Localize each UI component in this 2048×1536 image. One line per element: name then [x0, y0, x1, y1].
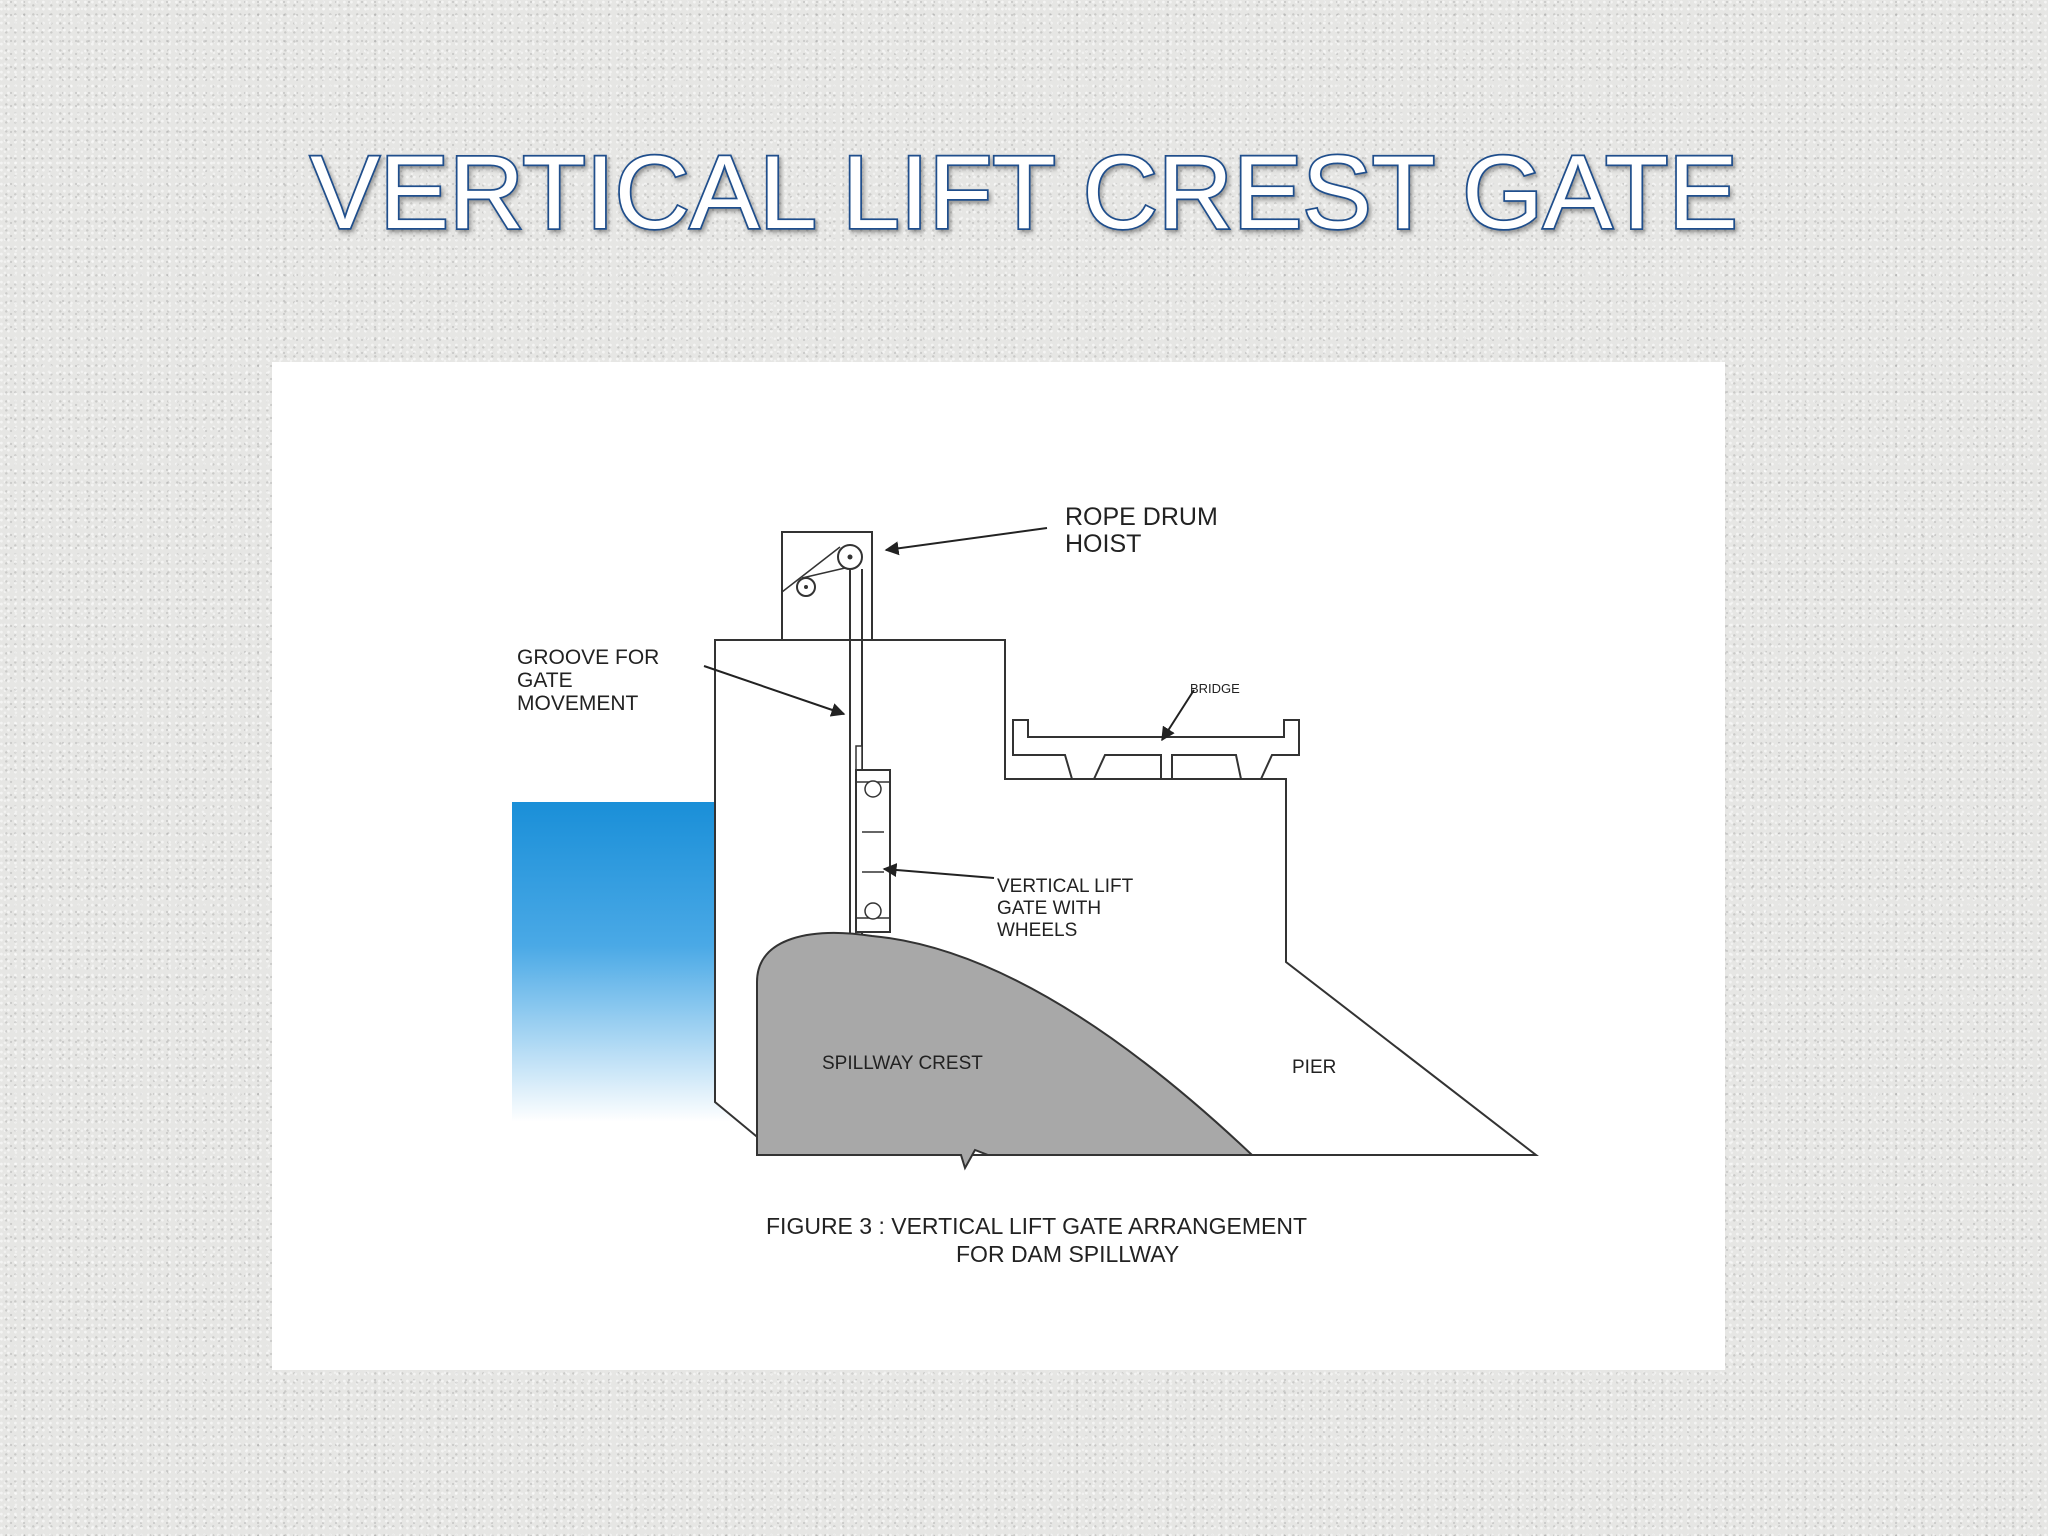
slide-title: VERTICAL LIFT CREST GATE	[309, 133, 1740, 253]
bridge-arrow	[1161, 689, 1195, 742]
label-bridge: BRIDGE	[1190, 681, 1240, 696]
label-pier: PIER	[1292, 1057, 1336, 1078]
label-rope-drum-hoist: ROPE DRUM	[1065, 503, 1218, 531]
label-gate-3: WHEELS	[997, 920, 1077, 941]
gate-diagram: ROPE DRUM HOIST GROOVE FOR GATE MOVEMENT…	[512, 503, 1539, 1267]
vertical-lift-gate	[855, 745, 891, 933]
slide-title-text: VERTICAL LIFT CREST GATE	[310, 135, 1737, 251]
diagram-panel: ROPE DRUM HOIST GROOVE FOR GATE MOVEMENT…	[272, 362, 1725, 1370]
hoist-arrow	[884, 527, 1048, 556]
gate-arrow	[882, 863, 995, 879]
label-rope-drum-hoist-2: HOIST	[1065, 530, 1141, 558]
spillway-crest	[756, 932, 1255, 1171]
label-groove-2: GATE	[517, 669, 573, 692]
figure-caption-line-1: FIGURE 3 : VERTICAL LIFT GATE ARRANGEMEN…	[766, 1213, 1307, 1239]
bridge	[1012, 719, 1300, 780]
label-gate: VERTICAL LIFT	[997, 876, 1134, 897]
groove-arrow	[703, 665, 846, 717]
label-spillway-crest: SPILLWAY CREST	[822, 1053, 983, 1074]
label-groove: GROOVE FOR	[517, 646, 659, 669]
figure-caption-line-2: FOR DAM SPILLWAY	[956, 1241, 1179, 1267]
label-gate-2: GATE WITH	[997, 898, 1101, 919]
label-groove-3: MOVEMENT	[517, 692, 639, 715]
